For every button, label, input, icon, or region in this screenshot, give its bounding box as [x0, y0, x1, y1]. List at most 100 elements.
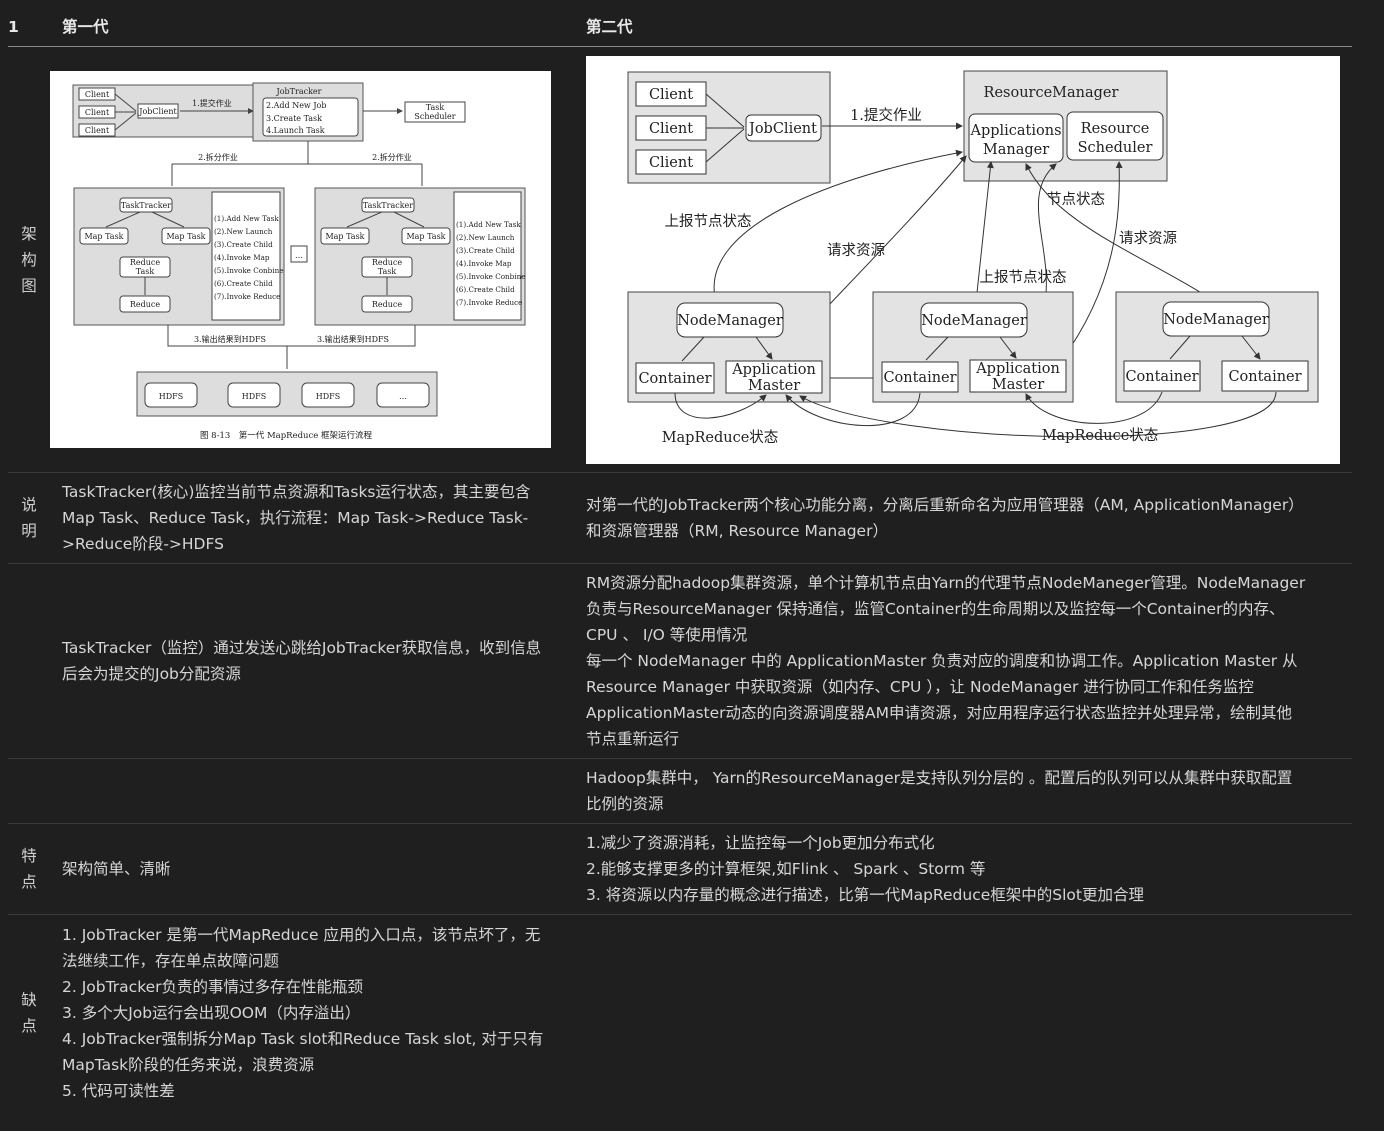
d1-client-3: Client: [85, 126, 110, 135]
text-line: 负责与ResourceManager 保持通信，监管Container的生命周期…: [586, 600, 1285, 618]
d1-step-a: (7).Invoke Reduce: [214, 292, 280, 301]
header-gen1: 第一代: [50, 8, 586, 47]
text-line: ApplicationMaster动态的向资源调度器AM申请资源，对应用程序运行…: [586, 704, 1293, 722]
cons-label-char: 缺: [21, 990, 37, 1009]
text-line: Map Task、Reduce Task，执行流程：Map Task->Redu…: [62, 509, 529, 527]
text-line: 比例的资源: [586, 795, 664, 813]
text-line: 每一个 NodeManager 中的 ApplicationMaster 负责对…: [586, 652, 1298, 670]
desc-label-char: 说: [21, 496, 37, 514]
d2-container: Container: [638, 371, 711, 387]
d1-tasktracker-b: TaskTracker: [363, 201, 413, 210]
text-line: 1.减少了资源消耗，让监控每一个Job更加分布式化: [586, 834, 935, 852]
d2-resource-scheduler: Scheduler: [1078, 140, 1153, 156]
d2-submit-label: 1.提交作业: [850, 106, 922, 124]
d1-step-a: (5).Invoke Conbine: [214, 266, 283, 275]
text-line: 架构简单、清晰: [62, 860, 171, 878]
gen1-mapreduce-diagram: Client Client Client JobClient 1.提交作业 Jo…: [50, 71, 551, 448]
text-line: 4. JobTracker强制拆分Map Task slot和Reduce Ta…: [62, 1029, 544, 1048]
text-line: 法继续工作，存在单点故障问题: [62, 951, 280, 970]
text-line: 对第一代的JobTracker两个核心功能分离，分离后重新命名为应用管理器（AM…: [586, 496, 1304, 514]
feature-label-char: 点: [21, 873, 37, 891]
gen1-diagram-cell: Client Client Client JobClient 1.提交作业 Jo…: [50, 46, 586, 473]
text-line: 5. 代码可读性差: [62, 1081, 175, 1100]
d1-step-b: (1).Add New Task: [456, 220, 521, 229]
d1-map-task: Map Task: [325, 232, 364, 241]
desc-label-char: 明: [21, 522, 37, 540]
d1-reduce: Reduce: [130, 300, 161, 309]
d1-output-label-2: 3.输出结果到HDFS: [317, 334, 389, 344]
d1-step-b: (3).Create Child: [456, 246, 515, 255]
d2-appmaster-2: Master: [992, 377, 1044, 393]
d1-output-label-1: 3.输出结果到HDFS: [194, 334, 266, 344]
desc-gen1: TaskTracker(核心)监控当前节点资源和Tasks运行状态，其主要包含 …: [50, 472, 586, 564]
d1-task-scheduler: Scheduler: [414, 112, 455, 121]
d2-jobclient: JobClient: [747, 121, 817, 137]
arch-label-char: 图: [21, 276, 37, 295]
desc-label: 说 明: [8, 472, 50, 564]
d1-hdfs: …: [399, 392, 407, 401]
cons-label-char: 点: [21, 1016, 37, 1035]
gen2-diagram-cell: Client Client Client JobClient 1.提交作业 Re…: [586, 46, 1352, 473]
feature-row: 特 点 架构简单、清晰 1.减少了资源消耗，让监控每一个Job更加分布式化 2.…: [8, 823, 1352, 915]
text-line: 后会为提交的Job分配资源: [62, 665, 241, 683]
d1-jt-step: 3.Create Task: [266, 114, 322, 123]
cons-gen1: 1. JobTracker 是第一代MapReduce 应用的入口点，该节点坏了…: [50, 915, 586, 1111]
text-line: Resource Manager 中获取资源（如内存、CPU ），让 NodeM…: [586, 678, 1254, 696]
d1-reduce-task: Task: [136, 267, 155, 276]
cons-label: 缺 点: [8, 915, 50, 1111]
d1-step-b: (4).Invoke Map: [456, 259, 512, 268]
header-number: 1: [8, 8, 50, 47]
d2-client-2: Client: [649, 121, 693, 137]
d1-client-2: Client: [85, 108, 110, 117]
monitor-gen1: TaskTracker（监控）通过发送心跳给JobTracker获取信息，收到信…: [50, 563, 586, 759]
header-gen2: 第二代: [586, 8, 1352, 47]
d2-container: Container: [1228, 369, 1301, 385]
d1-client-1: Client: [85, 90, 110, 99]
d1-hdfs: HDFS: [316, 392, 340, 401]
monitor-gen2: RM资源分配hadoop集群资源，单个计算机节点由Yarn的代理节点NodeMa…: [586, 563, 1352, 759]
d1-step-a: (2).New Launch: [214, 227, 273, 236]
d1-reduce: Reduce: [372, 300, 403, 309]
d1-map-task: Map Task: [84, 232, 123, 241]
text-line: CPU 、 I/O 等使用情况: [586, 626, 748, 644]
monitor-label: [8, 563, 50, 759]
d2-applications-manager: Applications: [969, 123, 1061, 139]
d1-step-a: (4).Invoke Map: [214, 253, 270, 262]
d1-step-b: (6).Create Child: [456, 285, 515, 294]
d1-jobclient: JobClient: [138, 107, 177, 116]
text-line: 和资源管理器（RM, Resource Manager）: [586, 522, 888, 540]
text-line: Hadoop集群中， Yarn的ResourceManager是支持队列分层的 …: [586, 769, 1293, 787]
d2-resourcemanager: ResourceManager: [984, 85, 1119, 101]
text-line: 1. JobTracker 是第一代MapReduce 应用的入口点，该节点坏了…: [62, 925, 541, 944]
d1-hdfs: HDFS: [242, 392, 266, 401]
arch-label-char: 构: [21, 250, 37, 269]
d2-appmaster-1: Master: [748, 378, 800, 394]
d1-task-scheduler: Task: [426, 103, 445, 112]
queue-gen2: Hadoop集群中， Yarn的ResourceManager是支持队列分层的 …: [586, 758, 1352, 824]
d1-jobtracker: JobTracker: [276, 87, 322, 96]
d2-nodemanager-1: NodeManager: [677, 313, 783, 329]
feature-label-char: 特: [21, 847, 37, 865]
d1-map-task: Map Task: [406, 232, 445, 241]
text-line: RM资源分配hadoop集群资源，单个计算机节点由Yarn的代理节点NodeMa…: [586, 574, 1306, 592]
arch-label: 架 构 图: [8, 46, 50, 473]
d2-request-label-2: 请求资源: [1119, 230, 1177, 247]
d2-mr-status-label-1: MapReduce状态: [662, 429, 779, 446]
text-line: >Reduce阶段->HDFS: [62, 535, 224, 553]
d1-split-label-1: 2.拆分作业: [198, 152, 238, 162]
text-line: MapTask阶段的任务来说，浪费资源: [62, 1055, 315, 1074]
arch-row: 架 构 图 Client Client Client: [8, 46, 1352, 473]
d1-jt-step: 2.Add New Job: [266, 101, 326, 110]
feature-gen2: 1.减少了资源消耗，让监控每一个Job更加分布式化 2.能够支撑更多的计算框架,…: [586, 823, 1352, 915]
d1-step-a: (3).Create Child: [214, 240, 273, 249]
comparison-table: 1 第一代 第二代 架 构 图 Client Client: [8, 8, 1352, 1111]
gen2-yarn-diagram: Client Client Client JobClient 1.提交作业 Re…: [586, 55, 1340, 464]
d1-step-b: (7).Invoke Reduce: [456, 298, 522, 307]
d2-applications-manager: Manager: [983, 142, 1049, 158]
d1-map-task: Map Task: [166, 232, 205, 241]
queue-gen1: [50, 758, 586, 824]
cons-gen2: [586, 915, 1352, 1111]
d2-container: Container: [1125, 369, 1198, 385]
queue-row: Hadoop集群中， Yarn的ResourceManager是支持队列分层的 …: [8, 758, 1352, 824]
text-line: 3. 多个大Job运行会出现OOM（内存溢出）: [62, 1003, 361, 1022]
